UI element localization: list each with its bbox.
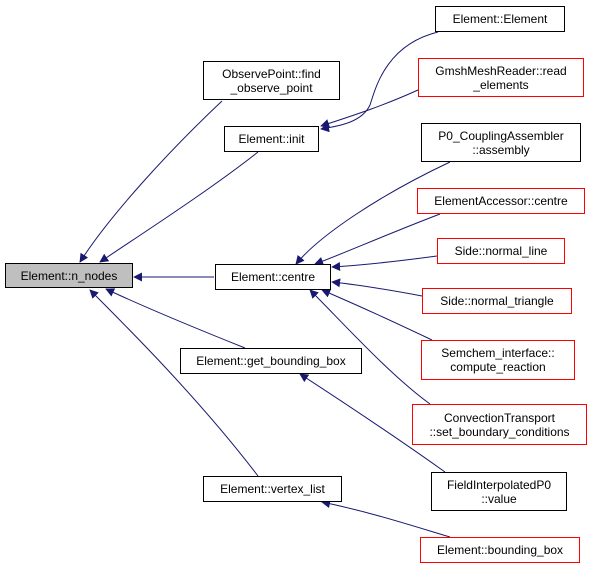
node-element-bounding-box[interactable]: Element::bounding_box (420, 537, 580, 563)
node-side-normal-line[interactable]: Side::normal_line (437, 238, 565, 264)
node-element-get-bounding-box[interactable]: Element::get_bounding_box (180, 348, 362, 374)
node-observepoint-find-observe-point[interactable]: ObservePoint::find _observe_point (203, 61, 340, 100)
node-semchem-interface-compute-reaction[interactable]: Semchem_interface:: compute_reaction (421, 340, 575, 380)
edge-bounding-box-to-vertex-list (321, 499, 451, 538)
node-side-normal-triangle[interactable]: Side::normal_triangle (422, 288, 572, 314)
edge-normal-triangle-to-centre (331, 278, 423, 297)
node-element-n-nodes: Element::n_nodes (5, 263, 133, 288)
node-element-vertex-list[interactable]: Element::vertex_list (203, 476, 342, 502)
node-element-centre[interactable]: Element::centre (215, 264, 331, 290)
node-elementaccessor-centre[interactable]: ElementAccessor::centre (417, 188, 585, 214)
edge-vertex-list-to-n-nodes (89, 289, 259, 477)
node-element-element[interactable]: Element::Element (435, 6, 565, 32)
edge-find-observe-point-to-n-nodes (79, 100, 223, 263)
edge-element-ctor-to-init (320, 31, 439, 133)
edge-compute-reaction-to-centre (321, 289, 433, 341)
node-p0-couplingassembler-assembly[interactable]: P0_CouplingAssembler ::assembly (421, 123, 581, 162)
edge-read-elements-to-init (320, 89, 419, 128)
node-element-init[interactable]: Element::init (224, 126, 319, 152)
edge-set-boundary-to-centre (309, 289, 431, 405)
edge-normal-line-to-centre (331, 255, 438, 272)
edge-init-to-n-nodes (99, 151, 259, 263)
edge-get-bounding-box-to-n-nodes (105, 288, 246, 349)
edge-fip0-value-to-get-bounding-box (299, 373, 446, 473)
edge-p0-assembly-to-centre (295, 161, 451, 265)
node-gmshmeshreader-read-elements[interactable]: GmshMeshReader::read _elements (418, 58, 584, 97)
edge-accessor-centre-to-centre (314, 213, 441, 266)
node-fieldinterpolatedp0-value[interactable]: FieldInterpolatedP0 ::value (431, 472, 567, 511)
node-convectiontransport-set-boundary-conditions[interactable]: ConvectionTransport ::set_boundary_condi… (412, 404, 587, 445)
